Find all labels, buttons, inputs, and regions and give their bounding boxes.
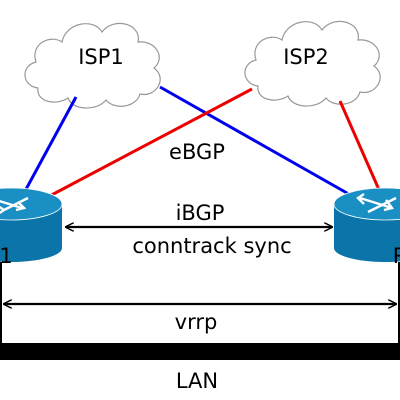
router-left-top bbox=[0, 187, 63, 221]
isp2-left-link bbox=[43, 87, 253, 201]
router-left-arrows-icon bbox=[0, 196, 29, 215]
lan-label: LAN bbox=[176, 369, 218, 393]
ibgp-label: iBGP bbox=[176, 201, 225, 225]
router-left-bottom bbox=[0, 234, 62, 262]
isp1-cloud: ISP1 bbox=[24, 22, 161, 109]
router-right: R bbox=[333, 187, 400, 268]
conntrack-sync-label: conntrack sync bbox=[132, 234, 291, 258]
isp2-right-link bbox=[338, 100, 382, 193]
router-right-top bbox=[333, 187, 400, 221]
router-left: 1 bbox=[0, 187, 63, 268]
isp2-cloud: ISP2 bbox=[244, 20, 381, 107]
ebgp-label: eBGP bbox=[169, 140, 225, 164]
router-right-label: R bbox=[393, 244, 400, 268]
isp1-left-link bbox=[22, 96, 78, 194]
router-right-arrows-icon bbox=[356, 193, 397, 214]
lan-bar bbox=[0, 343, 400, 360]
router-right-bottom bbox=[334, 234, 400, 262]
isp2-label: ISP2 bbox=[283, 45, 329, 69]
router-left-label: 1 bbox=[0, 244, 13, 268]
isp1-right-link bbox=[159, 85, 355, 199]
isp1-label: ISP1 bbox=[78, 45, 124, 69]
isp1-cloud-shape bbox=[24, 22, 161, 109]
vrrp-label: vrrp bbox=[175, 310, 218, 334]
isp2-cloud-shape bbox=[244, 20, 381, 107]
